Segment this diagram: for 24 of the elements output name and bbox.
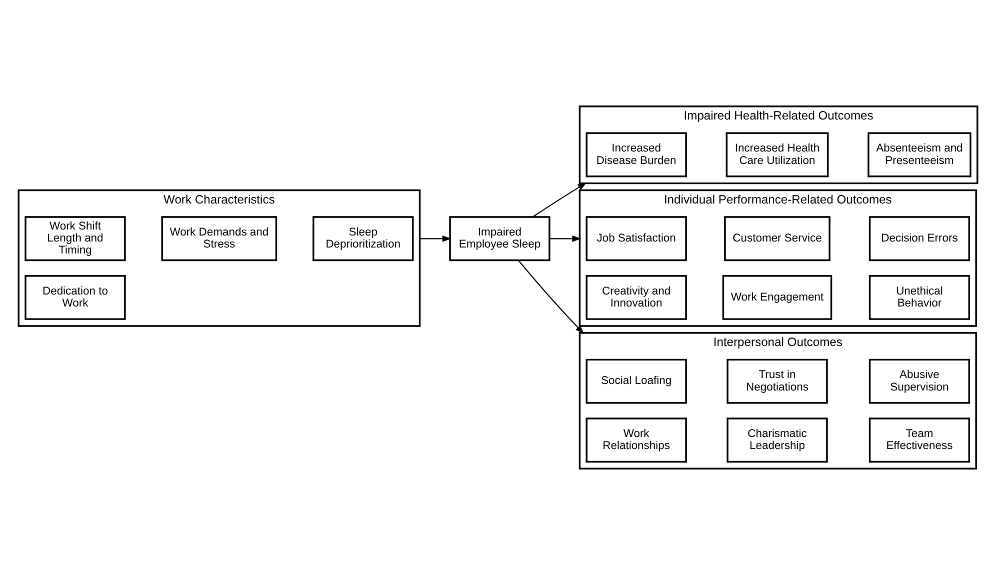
node-box: Impaired Employee Sleep — [449, 216, 550, 262]
arrow — [532, 182, 587, 218]
node-box: Decision Errors — [868, 216, 970, 262]
node-box: Trust in Negotiations — [726, 358, 828, 404]
node-box: Work Demands and Stress — [161, 216, 278, 262]
node-box: Creativity and Innovation — [586, 274, 687, 320]
arrow — [518, 260, 584, 334]
node-box: Job Satisfaction — [586, 216, 687, 262]
node-box: Work Engagement — [722, 274, 832, 320]
node-box: Work Relationships — [586, 418, 687, 463]
node-box: Unethical Behavior — [868, 274, 970, 320]
node-box: Increased Disease Burden — [586, 132, 687, 178]
node-box: Dedication to Work — [24, 274, 126, 320]
arrow — [420, 235, 452, 242]
node-box: Sleep Deprioritization — [312, 216, 414, 262]
node-box: Increased Health Care Utilization — [726, 132, 829, 178]
node-box: Customer Service — [724, 216, 830, 262]
node-box: Charismatic Leadership — [726, 418, 828, 463]
node-box: Social Loafing — [586, 358, 687, 404]
node-box: Abusive Supervision — [868, 358, 970, 404]
node-box: Work Shift Length and Timing — [24, 216, 126, 262]
node-box: Absenteeism and Presenteeism — [868, 132, 972, 178]
arrow — [550, 235, 582, 242]
node-box: Team Effectiveness — [868, 418, 970, 463]
